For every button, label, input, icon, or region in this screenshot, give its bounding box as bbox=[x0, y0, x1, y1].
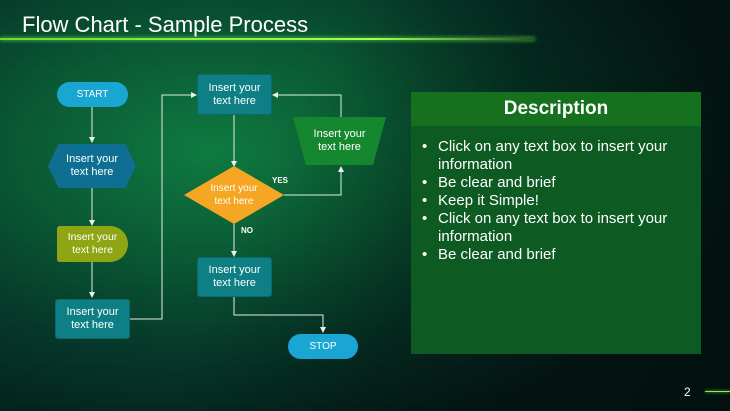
bullet-text: Keep it Simple! bbox=[438, 192, 539, 209]
connector-trap-to-top bbox=[272, 92, 342, 117]
description-panel bbox=[411, 126, 701, 354]
bullet-dot: • bbox=[422, 138, 428, 155]
lozenge-text-line1: Insert your bbox=[67, 231, 118, 243]
decision-text-inner: Insert your text here bbox=[210, 182, 257, 208]
bullet-dot: • bbox=[422, 192, 428, 209]
trapezoid-line1: Insert your bbox=[313, 128, 366, 140]
bullet-text: Click on any text box to insert your inf… bbox=[438, 210, 668, 245]
slide-title[interactable]: Flow Chart - Sample Process bbox=[22, 12, 309, 37]
box-bottom-left-line2: text here bbox=[71, 319, 114, 331]
lozenge-text: Insert your text here bbox=[68, 231, 118, 257]
process-hexagon[interactable]: Insert your text here bbox=[48, 144, 136, 188]
bullet-item: • Be clear and brief bbox=[422, 174, 693, 192]
lozenge-text-line2: text here bbox=[72, 244, 113, 256]
bullet-item: • Keep it Simple! bbox=[422, 192, 693, 210]
process-box-after-no[interactable]: Insert your text here bbox=[197, 257, 272, 297]
page-number-accent bbox=[705, 391, 730, 392]
stop-label: STOP bbox=[309, 341, 337, 352]
bullet-dot: • bbox=[422, 246, 428, 263]
trapezoid-line2: text here bbox=[318, 141, 361, 153]
connector-to-stop bbox=[233, 296, 326, 333]
box-after-no-line1: Insert your bbox=[208, 264, 261, 276]
bullet-text: Click on any text box to insert your inf… bbox=[438, 138, 668, 173]
bullet-dot: • bbox=[422, 210, 428, 227]
decision-diamond bbox=[184, 166, 284, 224]
bullet-item: • Be clear and brief bbox=[422, 246, 693, 264]
description-bullets[interactable]: • Click on any text box to insert your in… bbox=[422, 138, 693, 264]
decision-text[interactable]: Insert your text here bbox=[194, 180, 274, 210]
stop-node[interactable]: STOP bbox=[288, 334, 358, 359]
bullet-item: • Click on any text box to insert your in… bbox=[422, 210, 693, 246]
bullet-text: Be clear and brief bbox=[438, 174, 556, 191]
connector-decision-yes bbox=[284, 166, 344, 196]
bullet-text: Be clear and brief bbox=[438, 246, 556, 263]
start-label: START bbox=[76, 89, 109, 100]
trapezoid-text: Insert your text here bbox=[314, 128, 366, 154]
description-heading[interactable]: Description bbox=[411, 92, 701, 126]
hexagon-text: Insert your text here bbox=[66, 153, 118, 179]
box-top-line1: Insert your bbox=[208, 81, 261, 94]
hexagon-text-line2: text here bbox=[70, 166, 114, 178]
box-after-no-line2: text here bbox=[213, 277, 256, 289]
process-box-bottom-left[interactable]: Insert your text here bbox=[55, 299, 130, 339]
bullet-item: • Click on any text box to insert your in… bbox=[422, 138, 693, 174]
no-label: NO bbox=[241, 226, 253, 235]
process-lozenge[interactable]: Insert your text here bbox=[57, 226, 128, 262]
hexagon-text-line1: Insert your bbox=[66, 153, 118, 165]
box-bottom-left-text: Insert your text here bbox=[67, 306, 119, 332]
decision-line1: Insert your bbox=[210, 183, 258, 194]
process-trapezoid[interactable]: Insert your text here bbox=[293, 117, 386, 165]
yes-label: YES bbox=[272, 176, 289, 185]
box-bottom-left-line1: Insert your bbox=[66, 306, 119, 318]
process-box-top[interactable]: Insert your text here bbox=[197, 74, 272, 115]
box-top-text: Insert your text here bbox=[209, 82, 261, 108]
page-number: 2 bbox=[684, 385, 691, 399]
box-after-no-text: Insert your text here bbox=[209, 264, 261, 290]
decision-line2: text here bbox=[214, 196, 254, 207]
start-node[interactable]: START bbox=[57, 82, 128, 107]
box-top-line2: text here bbox=[213, 94, 256, 107]
title-underline bbox=[0, 38, 535, 40]
bullet-dot: • bbox=[422, 174, 428, 191]
connector-box-to-top bbox=[130, 92, 197, 320]
